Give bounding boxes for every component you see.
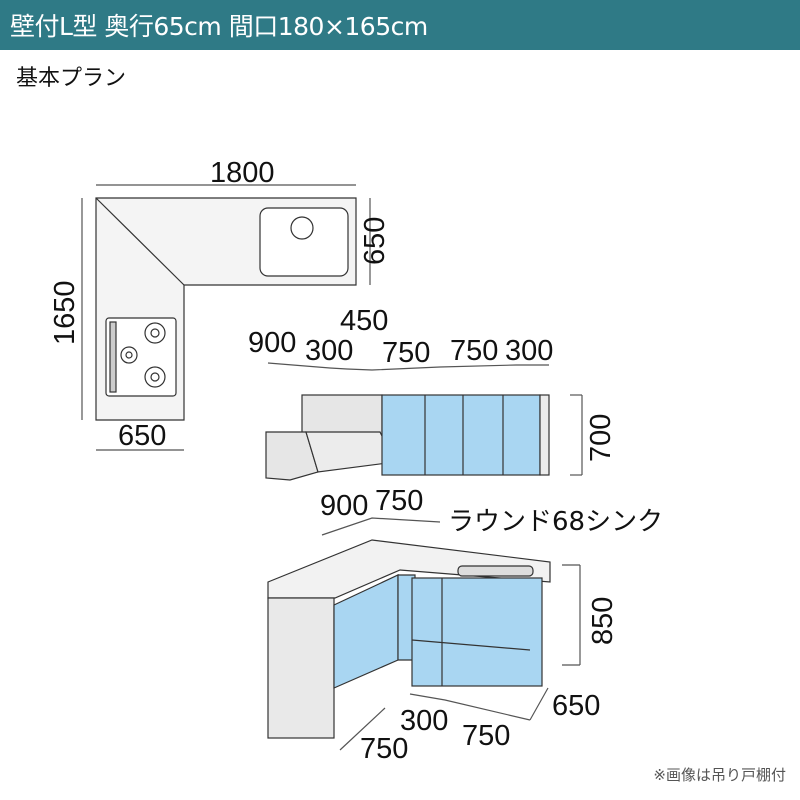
dim-base-750-right: 750 xyxy=(462,720,510,752)
dim-base-750: 750 xyxy=(375,485,423,517)
dim-plan-width: 1800 xyxy=(210,157,275,189)
dim-wall-750a: 750 xyxy=(382,337,430,369)
dim-plan-length-left: 1650 xyxy=(49,280,81,345)
plan-view xyxy=(81,184,371,451)
dim-base-300: 300 xyxy=(400,705,448,737)
plan-subtitle: 基本プラン xyxy=(16,66,127,91)
dim-base-depth: 650 xyxy=(552,690,600,722)
dim-plan-depth-right: 650 xyxy=(359,217,391,265)
sink-label: ラウンド68シンク xyxy=(448,507,663,537)
page-title: 壁付L型 奥行65cm 間口180×165cm xyxy=(10,12,428,41)
dim-base-750-left: 750 xyxy=(360,733,408,765)
dim-wall-900: 900 xyxy=(248,327,296,359)
dim-base-height: 850 xyxy=(587,597,619,645)
dim-plan-depth-bottom: 650 xyxy=(118,420,166,452)
dim-wall-300b: 300 xyxy=(505,335,553,367)
dim-wall-750b: 750 xyxy=(450,335,498,367)
base-cabinets xyxy=(267,517,581,751)
dim-wall-450: 450 xyxy=(340,305,388,337)
wall-cabinets xyxy=(265,362,583,481)
title-bar: 壁付L型 奥行65cm 間口180×165cm xyxy=(0,0,800,50)
dim-wall-height: 700 xyxy=(585,414,617,462)
dim-wall-300a: 300 xyxy=(305,335,353,367)
footnote: ※画像は吊り戸棚付 xyxy=(653,766,786,784)
dim-base-900: 900 xyxy=(320,490,368,522)
